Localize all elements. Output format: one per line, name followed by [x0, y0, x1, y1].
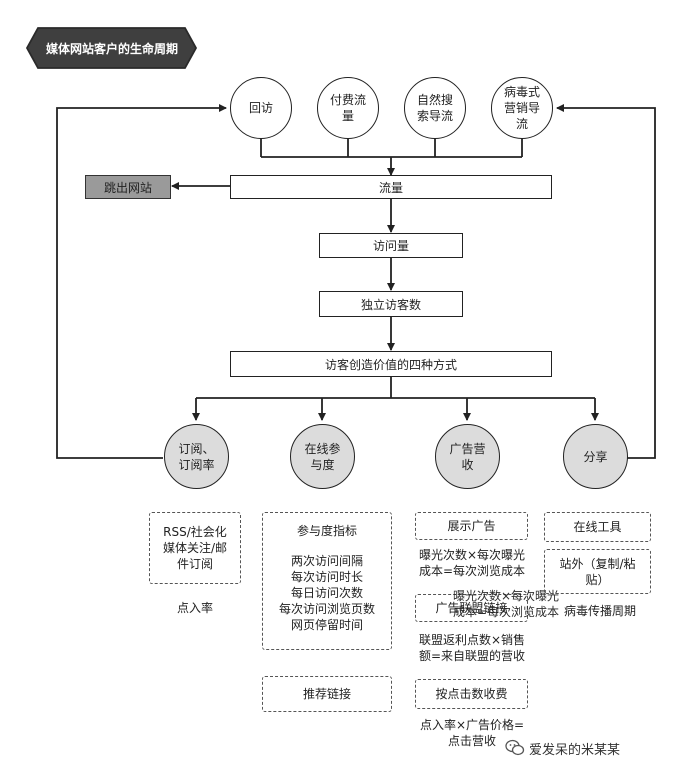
way-share: 分享	[563, 424, 628, 489]
way-engagement: 在线参 与度	[290, 424, 355, 489]
source-organic-search: 自然搜 索导流	[404, 77, 466, 139]
subscribe-metric: 点入率	[176, 601, 213, 615]
referral-link-box: 推荐链接	[262, 676, 392, 712]
cpc-box: 按点击数收费	[415, 679, 528, 709]
display-ad-box: 展示广告	[415, 512, 528, 540]
engagement-metrics-title: 参与度指标	[296, 524, 357, 538]
affiliate-formula: 联盟返利点数×销售 额=来自联盟的营收	[418, 633, 526, 663]
affiliate-link-box: 广告联盟链接	[415, 594, 528, 622]
way-subscribe: 订阅、 订阅率	[164, 424, 229, 489]
source-revisit: 回访	[230, 77, 292, 139]
watermark: 爱发呆的米某某	[505, 737, 675, 759]
engagement-metrics-list: 两次访问间隔 每次访问时长 每日访问次数 每次访问浏览页数 网页停留时间	[278, 554, 375, 632]
unique-visitors-box: 独立访客数	[319, 291, 463, 317]
online-tools-box: 在线工具	[544, 512, 651, 542]
offsite-copy-paste-box: 站外（复制/粘 贴）	[544, 549, 651, 594]
source-paid-traffic: 付费流 量	[317, 77, 379, 139]
exit-website-box: 跳出网站	[85, 175, 171, 199]
traffic-box: 流量	[230, 175, 552, 199]
diagram-title: 媒体网站客户的生命周期	[45, 41, 178, 56]
wechat-icon	[505, 739, 525, 756]
affiliate-overlap-formula: 曝光次数×每次曝光 成本=每次浏览成本	[452, 589, 560, 619]
viral-cycle-label: 病毒传播周期	[563, 604, 636, 618]
engagement-metrics-box: 参与度指标 两次访问间隔 每次访问时长 每日访问次数 每次访问浏览页数 网页停留…	[262, 512, 392, 650]
title-tag-shape	[25, 27, 198, 69]
four-ways-box: 访客创造价值的四种方式	[230, 351, 552, 377]
cpc-formula: 点入率×广告价格= 点击营收	[419, 718, 525, 748]
display-ad-formula: 曝光次数×每次曝光 成本=每次浏览成本	[418, 548, 526, 578]
way-ad-revenue: 广告营 收	[435, 424, 500, 489]
visits-box: 访问量	[319, 233, 463, 258]
watermark-text: 爱发呆的米某某	[529, 742, 621, 758]
subscribe-detail-box: RSS/社会化 媒体关注/邮 件订阅	[149, 512, 241, 584]
source-viral-marketing: 病毒式 营销导 流	[491, 77, 553, 139]
